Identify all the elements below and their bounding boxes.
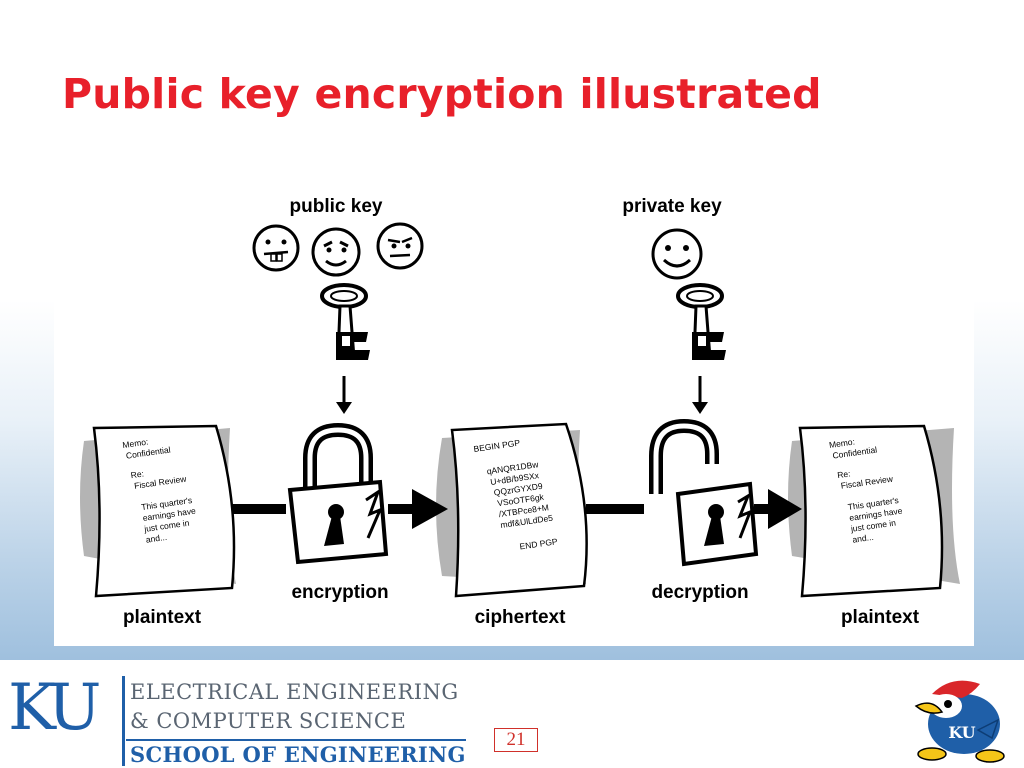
cipher-text: BEGIN PGP qANQR1DBw U+dB/b9SXx QQzrGYXD9… xyxy=(473,438,559,552)
private-key-label: private key xyxy=(622,196,722,217)
svg-text:Memo:: Memo: xyxy=(122,437,149,451)
public-key-encryption-diagram: public key private key xyxy=(54,176,974,646)
private-key-down-arrow xyxy=(692,376,708,414)
arrow-decryption-to-plaintext xyxy=(754,489,802,529)
plaintext-left-label: plaintext xyxy=(123,607,202,628)
svg-text:Re:: Re: xyxy=(130,468,144,480)
jayhawk-mascot-icon: KU xyxy=(902,672,1014,764)
face-smiling-icon xyxy=(651,228,703,280)
plaintext-right-label: plaintext xyxy=(841,607,920,628)
slide-number: 21 xyxy=(494,728,538,752)
logo-divider xyxy=(122,676,125,766)
ku-logo: KU xyxy=(8,671,102,745)
face-buck-teeth-icon xyxy=(252,224,300,272)
svg-text:and...: and... xyxy=(852,532,874,545)
face-sly-icon xyxy=(311,227,361,277)
department-divider xyxy=(126,739,466,741)
department-line-2: & COMPUTER SCIENCE xyxy=(130,709,407,733)
school-name: SCHOOL OF ENGINEERING xyxy=(130,742,466,767)
closed-padlock-icon xyxy=(290,430,386,562)
svg-text:KU: KU xyxy=(948,723,975,742)
public-key-icon xyxy=(320,283,372,362)
encryption-label: encryption xyxy=(291,582,388,603)
ciphertext-document: BEGIN PGP qANQR1DBw U+dB/b9SXx QQzrGYXD9… xyxy=(436,422,588,598)
public-key-label: public key xyxy=(290,196,383,217)
department-line-1: ELECTRICAL ENGINEERING xyxy=(130,680,459,704)
ciphertext-label: ciphertext xyxy=(475,607,566,628)
plaintext-right-document: Memo: Confidential Re: Fiscal Review Thi… xyxy=(788,424,960,598)
plaintext-left-document: Memo: Confidential Re: Fiscal Review Thi… xyxy=(80,424,236,598)
public-key-down-arrow xyxy=(336,376,352,414)
face-annoyed-icon xyxy=(376,222,424,270)
open-padlock-icon xyxy=(656,426,756,564)
slide-footer xyxy=(0,660,1024,768)
private-key-icon xyxy=(676,283,728,362)
svg-text:Memo:: Memo: xyxy=(828,437,855,451)
slide-title: Public key encryption illustrated xyxy=(62,70,822,118)
svg-text:Re:: Re: xyxy=(837,468,851,480)
svg-text:and...: and... xyxy=(145,532,167,545)
arrow-encryption-to-ciphertext xyxy=(388,489,448,529)
decryption-label: decryption xyxy=(651,582,748,603)
